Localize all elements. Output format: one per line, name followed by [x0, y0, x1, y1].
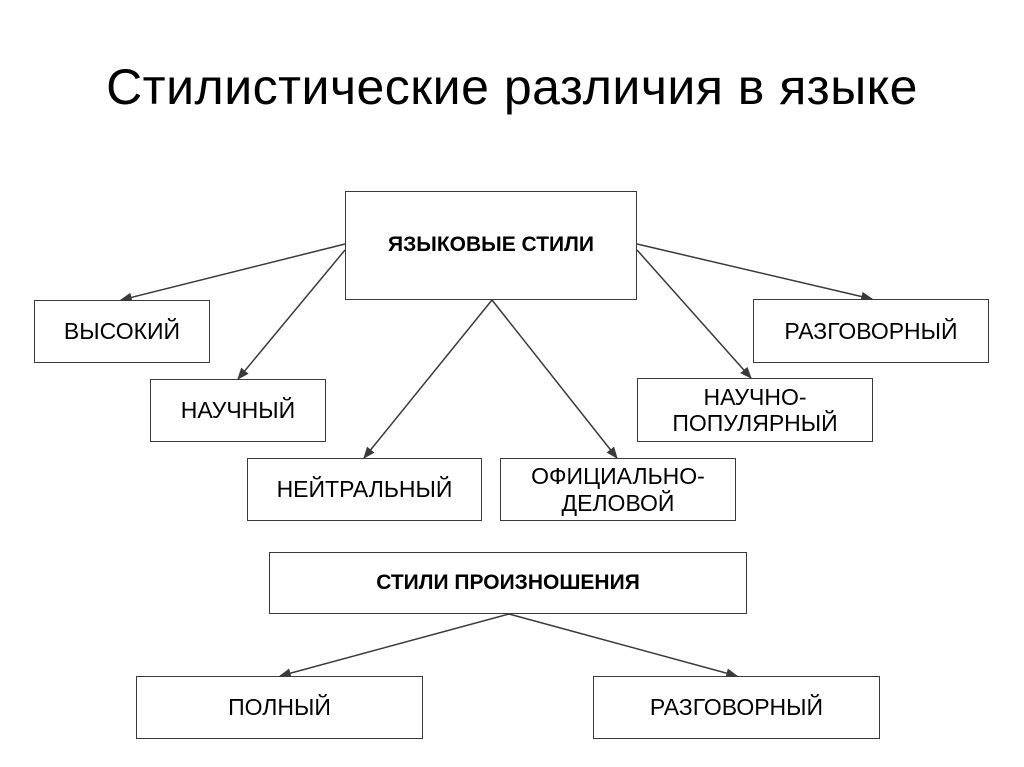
arrow-to-official: [491, 299, 618, 459]
language-styles-box: ЯЗЫКОВЫЕ СТИЛИ: [345, 191, 637, 300]
style-colloquial-label: РАЗГОВОРНЫЙ: [784, 317, 958, 344]
style-neutral-label: НЕЙТРАЛЬНЫЙ: [276, 476, 453, 503]
style-popular-science-label: НАУЧНО- ПОПУЛЯРНЫЙ: [672, 383, 838, 436]
style-official-label: ОФИЦИАЛЬНО- ДЕЛОВОЙ: [531, 463, 705, 516]
style-high-box: ВЫСОКИЙ: [34, 300, 210, 363]
language-styles-label: ЯЗЫКОВЫЕ СТИЛИ: [388, 233, 594, 257]
arrow-to-scientific: [237, 249, 346, 380]
slide-title: Стилистические различия в языке: [106, 59, 918, 115]
pronunciation-full-box: ПОЛНЫЙ: [136, 676, 423, 739]
pronunciation-styles-box: СТИЛИ ПРОИЗНОШЕНИЯ: [269, 552, 747, 614]
pronunciation-styles-label: СТИЛИ ПРОИЗНОШЕНИЯ: [376, 570, 640, 594]
style-neutral-box: НЕЙТРАЛЬНЫЙ: [247, 458, 482, 521]
arrow-to-popular-science: [636, 249, 752, 379]
pronunciation-colloquial-label: РАЗГОВОРНЫЙ: [649, 694, 824, 721]
arrow-to-neutral: [363, 299, 493, 459]
pronunciation-full-label: ПОЛНЫЙ: [228, 694, 331, 721]
style-scientific-label: НАУЧНЫЙ: [180, 397, 296, 424]
style-high-label: ВЫСОКИЙ: [63, 318, 181, 345]
style-popular-science-box: НАУЧНО- ПОПУЛЯРНЫЙ: [637, 378, 873, 442]
arrow-to-full: [278, 613, 510, 678]
pronunciation-colloquial-box: РАЗГОВОРНЫЙ: [593, 676, 880, 739]
style-colloquial-box: РАЗГОВОРНЫЙ: [753, 299, 989, 363]
arrow-to-colloquial: [636, 243, 874, 302]
arrow-to-pron-colloquial: [508, 613, 739, 678]
arrow-to-high: [119, 243, 346, 303]
style-scientific-box: НАУЧНЫЙ: [150, 379, 326, 442]
style-official-box: ОФИЦИАЛЬНО- ДЕЛОВОЙ: [500, 458, 736, 521]
